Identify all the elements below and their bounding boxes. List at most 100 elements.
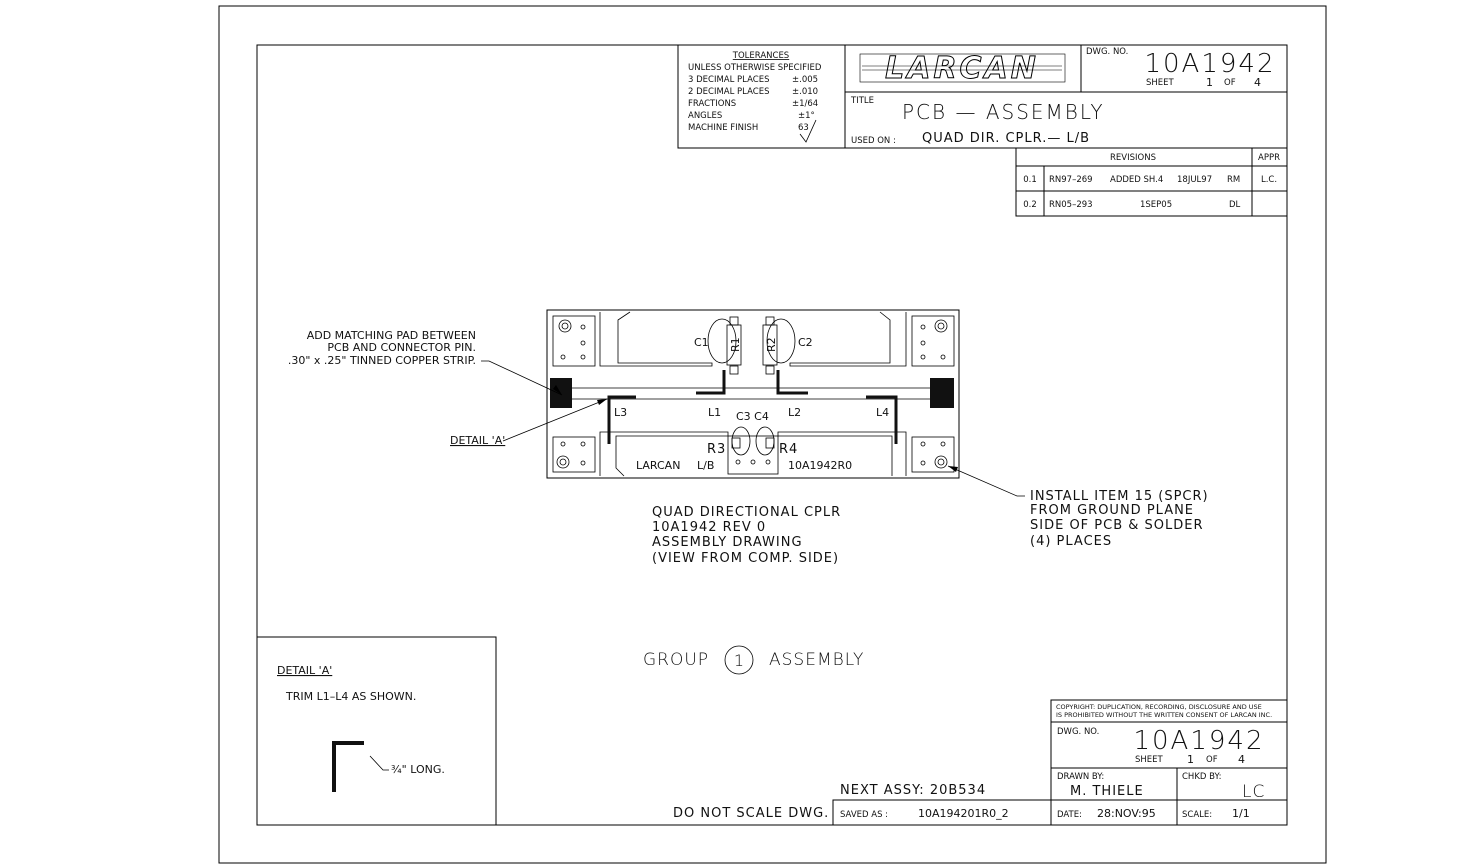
note-line: PCB AND CONNECTOR PIN.	[327, 341, 476, 354]
sheet-label: SHEET	[1135, 755, 1164, 765]
tol-value: ±1°	[798, 111, 815, 121]
tolerances-block: TOLERANCES UNLESS OTHERWISE SPECIFIED 3 …	[677, 44, 846, 149]
install-callout: INSTALL ITEM 15 (SPCR) FROM GROUND PLANE…	[947, 465, 1209, 549]
chkd-by: LC	[1242, 782, 1265, 802]
drawing-caption: QUAD DIRECTIONAL CPLR 10A1942 REV 0 ASSE…	[652, 505, 841, 566]
saved-as-label: SAVED AS :	[840, 810, 888, 820]
detail-title: DETAIL 'A'	[277, 664, 332, 677]
corner-pad-bottom-right	[911, 436, 955, 473]
coil-l4	[866, 395, 898, 444]
rev-by: RM	[1227, 175, 1240, 185]
title-block-bottom: COPYRIGHT: DUPLICATION, RECORDING, DISCL…	[1050, 699, 1288, 826]
rev-date: 18JUL97	[1177, 175, 1212, 185]
note-line: INSTALL ITEM 15 (SPCR)	[1030, 489, 1209, 504]
outer-frame	[218, 5, 1327, 864]
matching-pad-left	[550, 378, 572, 408]
coil-l2	[776, 370, 808, 395]
label-r1: R1	[729, 337, 742, 352]
label-l3: L3	[614, 406, 627, 419]
label-l4: L4	[876, 406, 889, 419]
detail-a-box: DETAIL 'A' TRIM L1–L4 AS SHOWN. ¾" LONG.	[256, 636, 497, 826]
board-text-lb: L/B	[697, 459, 714, 472]
capacitor-c1	[707, 318, 737, 364]
matching-pad-right	[930, 378, 954, 408]
used-on-label: USED ON :	[851, 136, 896, 146]
caption-line: ASSEMBLY DRAWING	[652, 535, 803, 550]
detail-dimension: ¾" LONG.	[391, 763, 445, 776]
note-line: FROM GROUND PLANE	[1030, 503, 1194, 518]
finish-check-icon	[799, 119, 817, 143]
tol-value: ±.010	[792, 87, 818, 97]
rev-date: 1SEP05	[1140, 200, 1172, 210]
pad-callout: ADD MATCHING PAD BETWEEN PCB AND CONNECT…	[288, 329, 563, 396]
sheet-number: 1	[1206, 76, 1213, 89]
upper-ground-plane	[599, 311, 907, 367]
note-line: SIDE OF PCB & SOLDER	[1030, 518, 1204, 533]
title-label: TITLE	[850, 96, 874, 106]
label-c1: C1	[694, 336, 709, 349]
sheet-label: SHEET	[1146, 78, 1175, 88]
capacitor-c3	[731, 426, 751, 456]
dwg-no-label: DWG. NO.	[1086, 47, 1128, 57]
capacitor-c2	[766, 318, 796, 364]
revisions-heading: REVISIONS	[1110, 153, 1156, 163]
sheet-total: 4	[1254, 76, 1261, 89]
tol-value: ±1/64	[792, 99, 818, 109]
resistor-block-r3-r4	[727, 435, 779, 475]
tolerances-heading: TOLERANCES	[732, 51, 789, 61]
of-label: OF	[1224, 78, 1236, 88]
tol-label: FRACTIONS	[688, 99, 736, 109]
tol-label: 3 DECIMAL PLACES	[688, 75, 769, 85]
caption-line: QUAD DIRECTIONAL CPLR	[652, 505, 841, 520]
group-number-circle	[724, 645, 754, 675]
note-line: (4) PLACES	[1030, 534, 1112, 549]
caption-line: 10A1942 REV 0	[652, 520, 766, 535]
coil-l1	[696, 370, 726, 395]
dwg-no-label: DWG. NO.	[1057, 727, 1099, 737]
used-on: QUAD DIR. CPLR.— L/B	[922, 131, 1090, 146]
label-l2: L2	[788, 406, 801, 419]
rev-rn: RN97–269	[1049, 175, 1093, 185]
rev-rn: RN05–293	[1049, 200, 1093, 210]
saved-as-file: 10A194201R0_2	[918, 807, 1009, 820]
label-r3: R3	[707, 442, 726, 457]
label-c2: C2	[798, 336, 813, 349]
date-value: 28:NOV:95	[1097, 807, 1156, 820]
sheet-total: 4	[1238, 753, 1245, 766]
date-label: DATE:	[1057, 810, 1082, 820]
tol-label: 2 DECIMAL PLACES	[688, 87, 769, 97]
note-line: ADD MATCHING PAD BETWEEN	[307, 329, 476, 342]
appr-heading: APPR	[1258, 153, 1280, 163]
rev-by: DL	[1229, 200, 1241, 210]
label-r4: R4	[779, 442, 798, 457]
do-not-scale-note: DO NOT SCALE DWG.	[673, 806, 829, 821]
capacitor-c4	[755, 426, 775, 456]
label-r2: R2	[765, 337, 778, 352]
label-c3-c4: C3 C4	[736, 410, 769, 423]
rev-desc: ADDED SH.4	[1110, 175, 1163, 185]
corner-pad-top-right	[911, 315, 955, 367]
tol-value: ±.005	[792, 75, 818, 85]
drawn-by: M. THIELE	[1070, 784, 1144, 799]
copyright-line: IS PROHIBITED WITHOUT THE WRITTEN CONSEN…	[1056, 711, 1272, 719]
trimmed-lead-icon	[332, 741, 364, 792]
larcan-logo: LARCAN	[859, 51, 1066, 87]
sheet-number: 1	[1187, 753, 1194, 766]
pcb-board: C1 C2 R1 R2 L1 L2 L3 L4 C3 C4 R3 R4 LARC…	[546, 309, 960, 479]
copyright-line: COPYRIGHT: DUPLICATION, RECORDING, DISCL…	[1056, 703, 1262, 711]
scale-label: SCALE:	[1182, 810, 1212, 820]
rev-number: 0.2	[1023, 200, 1037, 210]
title-block-top: LARCAN DWG. NO. 10A1942 SHEET 1 OF 4 TIT…	[844, 44, 1288, 149]
label-l1: L1	[708, 406, 721, 419]
detail-a-callout: DETAIL 'A'	[450, 398, 608, 447]
board-part-number: 10A1942R0	[788, 459, 852, 472]
tol-label: ANGLES	[688, 111, 722, 121]
saved-as-box: SAVED AS : 10A194201R0_2	[832, 799, 1052, 826]
group-number: 1	[734, 651, 744, 670]
scale-value: 1/1	[1232, 807, 1250, 820]
dwg-no: 10A1942	[1144, 49, 1275, 79]
rev-number: 0.1	[1023, 175, 1037, 185]
of-label: OF	[1206, 755, 1218, 765]
group-label: GROUP	[643, 650, 709, 670]
